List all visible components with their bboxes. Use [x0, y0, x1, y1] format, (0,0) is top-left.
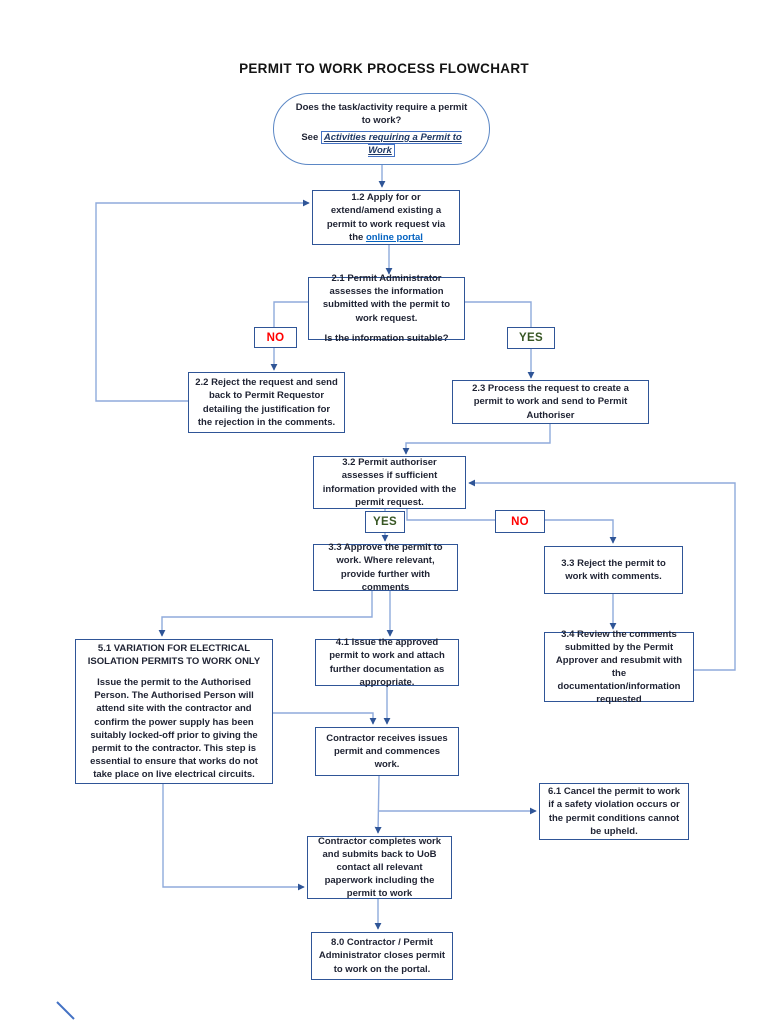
node-3-3-reject-text: 3.3 Reject the permit to work with comme… [561, 557, 666, 582]
online-portal-link[interactable]: online portal [365, 231, 423, 243]
node-4-1-issue: 4.1 Issue the approved permit to work an… [315, 637, 459, 688]
label-yes-information: YES [507, 327, 555, 349]
node-3-3-approve-text: 3.3 Approve the permit to work. Where re… [328, 542, 443, 593]
node-contractor-completes: Contractor completes work and submits ba… [307, 836, 452, 899]
corner-mark [56, 1001, 75, 1020]
node-2-3-text: 2.3 Process the request to create a perm… [472, 383, 629, 421]
node-1-2-apply: 1.2 Apply for or extend/amend existing a… [312, 190, 460, 245]
node-2-3-process: 2.3 Process the request to create a perm… [452, 380, 649, 424]
connector-5-1-to-contractor-receives [273, 712, 377, 725]
node-5-1-body: Issue the permit to the Authorised Perso… [90, 677, 258, 780]
node-3-4-review: 3.4 Review the comments submitted by the… [544, 629, 694, 705]
connector-3-3-approve-to-5-1 [158, 591, 373, 637]
page-title: PERMIT TO WORK PROCESS FLOWCHART [239, 61, 529, 76]
label-yes-authoriser: YES [365, 511, 405, 533]
connector-2-3-to-3-2 [402, 424, 551, 455]
node-3-2-text: 3.2 Permit authoriser assesses if suffic… [322, 457, 457, 508]
node-2-2-reject-request: 2.2 Reject the request and send back to … [188, 372, 345, 433]
node-5-1-variation: 5.1 VARIATION FOR ELECTRICAL ISOLATION P… [75, 639, 273, 784]
node-2-2-text: 2.2 Reject the request and send back to … [195, 377, 338, 428]
node-start: Does the task/activity require a permit … [273, 93, 490, 165]
node-1-2-text: 1.2 Apply for or extend/amend existing a… [326, 192, 446, 243]
node-2-1-assess: 2.1 Permit Administrator assesses the in… [308, 273, 465, 344]
label-no-information: NO [254, 327, 297, 348]
connector-2-1-yes-to-2-3 [465, 301, 535, 379]
node-6-1-cancel: 6.1 Cancel the permit to work if a safet… [539, 783, 689, 840]
start-question: Does the task/activity require a permit … [295, 101, 468, 126]
node-2-1-text: 2.1 Permit Administrator assesses the in… [322, 273, 451, 324]
node-3-3-reject: 3.3 Reject the permit to work with comme… [544, 546, 683, 594]
node-6-1-text: 6.1 Cancel the permit to work if a safet… [548, 786, 680, 837]
node-5-1-heading: 5.1 VARIATION FOR ELECTRICAL ISOLATION P… [87, 642, 261, 668]
node-2-1-question: Is the information suitable? [324, 332, 449, 344]
activities-permit-link[interactable]: Activities requiring a Permit to Work [320, 131, 462, 158]
node-contractor-completes-text: Contractor completes work and submits ba… [318, 835, 441, 900]
node-3-3-approve: 3.3 Approve the permit to work. Where re… [313, 542, 458, 593]
connector-receives-to-completes [374, 775, 382, 834]
node-contractor-receives-text: Contractor receives issues permit and co… [326, 732, 448, 771]
node-3-2-authoriser-assess: 3.2 Permit authoriser assesses if suffic… [313, 456, 466, 509]
node-8-0-close: 8.0 Contractor / Permit Administrator cl… [311, 932, 453, 980]
label-no-authoriser: NO [495, 510, 545, 533]
node-3-4-text: 3.4 Review the comments submitted by the… [555, 628, 683, 706]
node-8-0-text: 8.0 Contractor / Permit Administrator cl… [318, 937, 446, 975]
connector-2-2-back-to-1-2 [95, 199, 310, 402]
connector-3-4-back-to-3-2 [468, 479, 736, 671]
node-contractor-receives: Contractor receives issues permit and co… [315, 727, 459, 776]
connector-5-1-to-contractor-completes [162, 784, 305, 891]
start-see-prefix: See [301, 132, 321, 143]
node-4-1-text: 4.1 Issue the approved permit to work an… [329, 637, 445, 688]
